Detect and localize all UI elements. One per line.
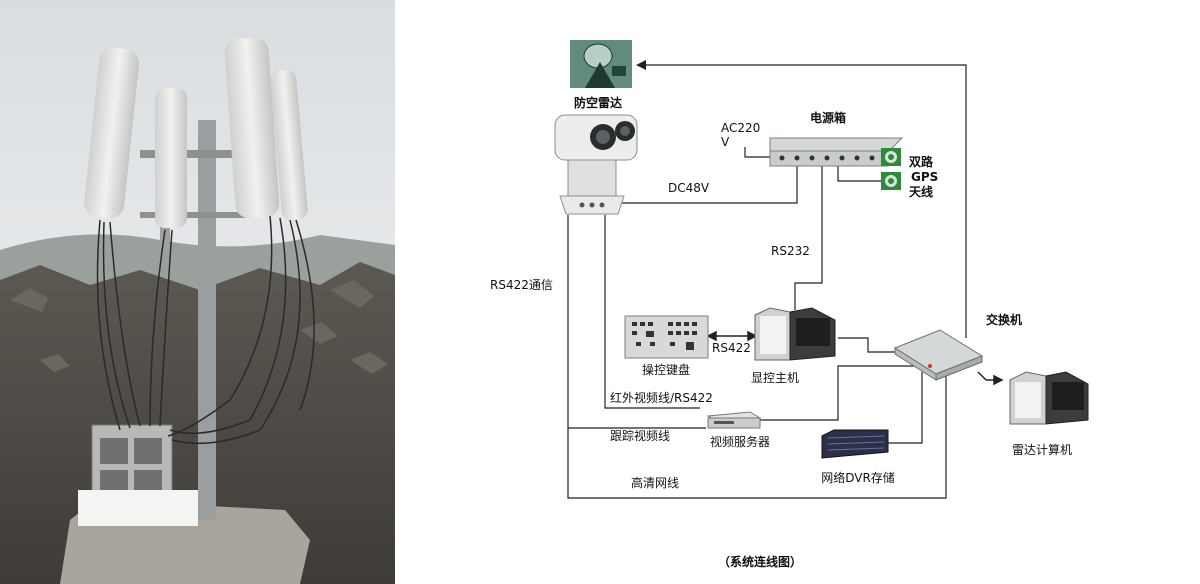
ptz-camera-icon <box>554 114 638 215</box>
gps-antenna-icon <box>881 148 901 190</box>
photo-panel-antenna-1 <box>84 47 140 219</box>
antenna-tower-photo <box>0 0 395 584</box>
photo-white-foam <box>78 490 198 526</box>
wire-ir-video <box>604 215 700 409</box>
label-hd-network: 高清网线 <box>631 475 679 490</box>
label-gps-1: 双路 <box>909 154 934 169</box>
switch-icon <box>893 329 984 381</box>
arrow-switch-radarpc <box>977 371 1004 386</box>
label-keyboard: 操控键盘 <box>642 362 690 377</box>
label-ac220: AC220 <box>721 121 760 135</box>
label-tracking-video: 跟踪视频线 <box>610 428 670 443</box>
label-rs422-comm: RS422通信 <box>490 278 553 292</box>
control-keyboard-icon <box>624 315 709 359</box>
label-dc48v: DC48V <box>668 181 710 195</box>
photo-fan-2 <box>134 438 162 464</box>
display-host-icon <box>754 307 836 361</box>
label-ir-video: 红外视频线/RS422 <box>610 390 713 405</box>
label-radar-computer: 雷达计算机 <box>1012 442 1072 457</box>
label-rs422-keyboard: RS422 <box>712 341 751 355</box>
photo-panel-antenna-3 <box>224 37 280 219</box>
wire-dvr-switch <box>888 372 923 444</box>
dvr-icon <box>821 429 889 459</box>
label-dvr: 网络DVR存储 <box>821 470 895 485</box>
wire-gps-2 <box>837 165 882 182</box>
label-switch: 交换机 <box>986 312 1022 327</box>
arrow-to-radar <box>636 60 646 70</box>
photo-fan-1 <box>100 438 128 464</box>
wire-ac220 <box>744 147 770 158</box>
wire-server-switch <box>760 365 920 421</box>
arrow-keyboard-host <box>706 330 758 342</box>
photo-panel-antenna-4 <box>270 69 308 221</box>
wire-rs232 <box>794 165 823 310</box>
photo-rocks <box>10 280 388 374</box>
photo-crossbar-2 <box>140 212 250 218</box>
photo-crossbar <box>140 150 250 158</box>
radar-icon <box>570 40 632 88</box>
label-radar: 防空雷达 <box>574 95 622 110</box>
wire-switch-radar <box>640 64 967 338</box>
wires <box>567 64 967 499</box>
wire-hd-network <box>567 374 947 499</box>
video-server-icon <box>706 411 762 429</box>
label-gps-2: GPS <box>911 170 938 184</box>
diagram-caption: （系统连线图） <box>718 554 802 569</box>
wire-dc48v <box>620 165 798 204</box>
label-gps-3: 天线 <box>909 184 933 199</box>
photo-cables <box>96 215 315 445</box>
label-display-host: 显控主机 <box>751 371 799 385</box>
wire-host-switch <box>838 337 895 353</box>
power-box-icon <box>769 137 904 167</box>
label-power-box: 电源箱 <box>810 110 846 125</box>
photo-panel-antenna-2 <box>155 88 187 228</box>
label-ac220-v: V <box>721 135 730 149</box>
label-video-server: 视频服务器 <box>710 434 770 449</box>
label-rs232: RS232 <box>771 244 810 258</box>
radar-computer-icon <box>1009 371 1089 425</box>
